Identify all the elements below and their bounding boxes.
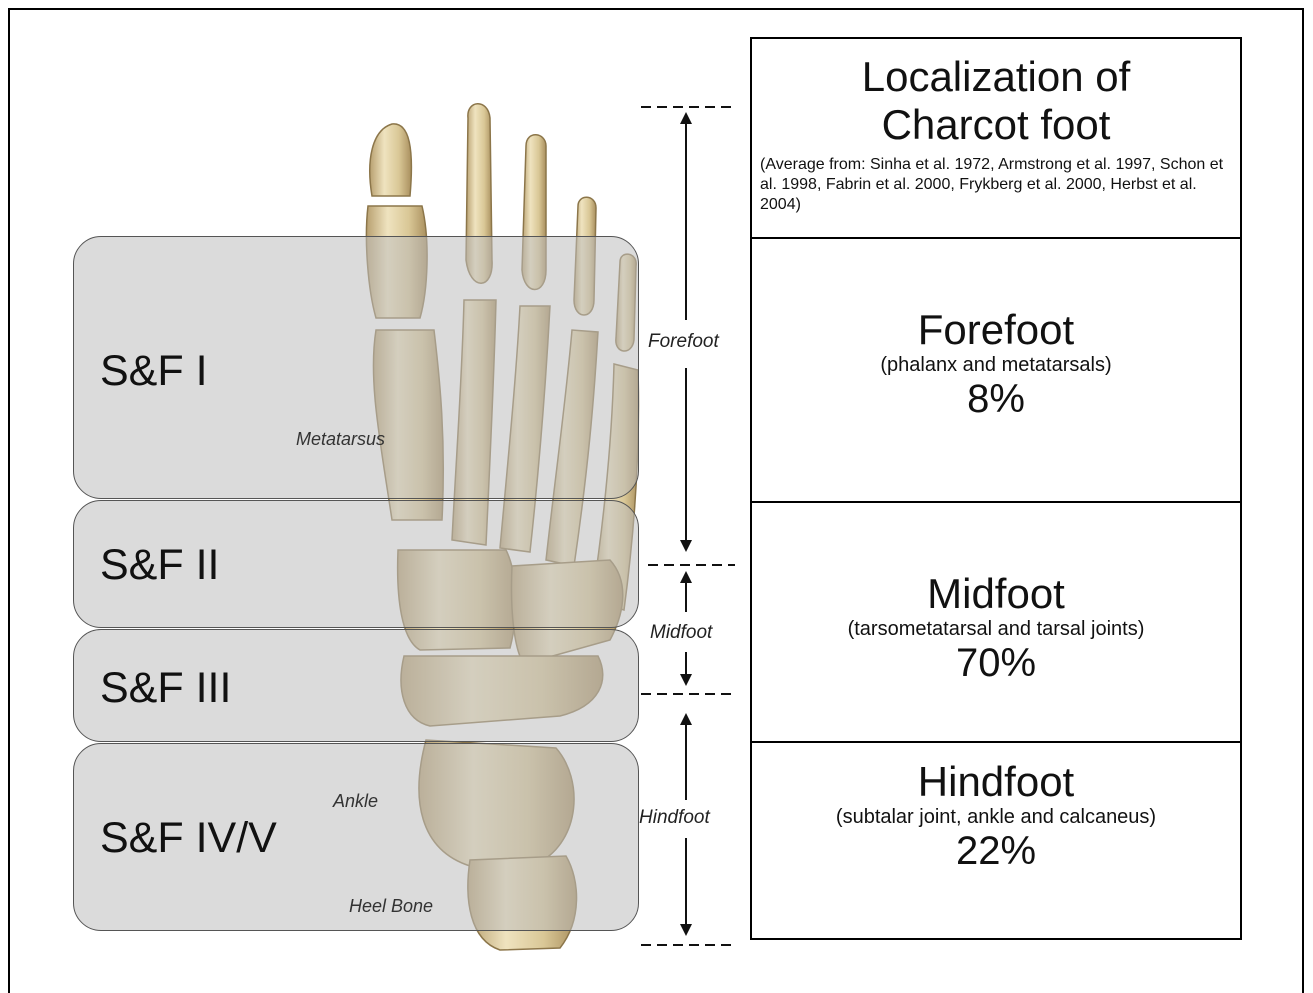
midfoot-percent: 70% xyxy=(752,641,1240,685)
arrow-up-icon xyxy=(680,571,692,583)
midfoot-title: Midfoot xyxy=(752,571,1240,617)
midfoot-side-label: Midfoot xyxy=(650,622,712,644)
forefoot-title: Forefoot xyxy=(752,307,1240,353)
arrow-down-icon xyxy=(680,540,692,552)
forefoot-percent: 8% xyxy=(752,377,1240,421)
hindfoot-percent: 22% xyxy=(752,829,1240,873)
midfoot-description: (tarsometatarsal and tarsal joints) xyxy=(752,617,1240,641)
forefoot-side-label: Forefoot xyxy=(648,331,719,353)
hindfoot-description: (subtalar joint, ankle and calcaneus) xyxy=(752,805,1240,829)
midfoot-cell: Midfoot (tarsometatarsal and tarsal join… xyxy=(750,501,1242,743)
table-title-cell: Localization of Charcot foot (Average fr… xyxy=(750,37,1242,239)
forefoot-description: (phalanx and metatarsals) xyxy=(752,353,1240,377)
forefoot-cell: Forefoot (phalanx and metatarsals) 8% xyxy=(750,237,1242,503)
hindfoot-cell: Hindfoot (subtalar joint, ankle and calc… xyxy=(750,741,1242,940)
hindfoot-side-label: Hindfoot xyxy=(639,807,710,829)
arrow-up-icon xyxy=(680,713,692,725)
hindfoot-title: Hindfoot xyxy=(752,759,1240,805)
table-title-line-2: Charcot foot xyxy=(752,101,1240,149)
arrow-down-icon xyxy=(680,674,692,686)
table-title-line-1: Localization of xyxy=(752,53,1240,101)
arrow-down-icon xyxy=(680,924,692,936)
arrow-up-icon xyxy=(680,112,692,124)
table-title-note: (Average from: Sinha et al. 1972, Armstr… xyxy=(752,149,1240,215)
